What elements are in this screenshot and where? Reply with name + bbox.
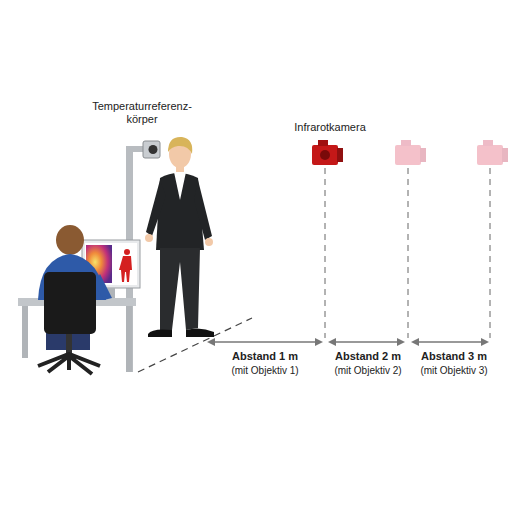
reference-label: Temperaturreferenz- körper xyxy=(92,100,192,126)
distance-label: Abstand 3 m xyxy=(421,350,487,363)
infrared-camera xyxy=(312,140,343,165)
standing-person xyxy=(145,137,214,337)
distance-label: Abstand 1 m xyxy=(232,350,298,363)
lens-note: (mit Objektiv 2) xyxy=(334,365,401,377)
distance-label: Abstand 2 m xyxy=(335,350,401,363)
lens-note: (mit Objektiv 3) xyxy=(420,365,487,377)
infrared-camera-faded xyxy=(395,140,508,165)
distance-arrows xyxy=(207,338,489,346)
camera-label: Infrarotkamera xyxy=(294,121,366,134)
lens-note: (mit Objektiv 1) xyxy=(231,365,298,377)
operator xyxy=(38,225,112,374)
camera-guides xyxy=(325,168,490,338)
